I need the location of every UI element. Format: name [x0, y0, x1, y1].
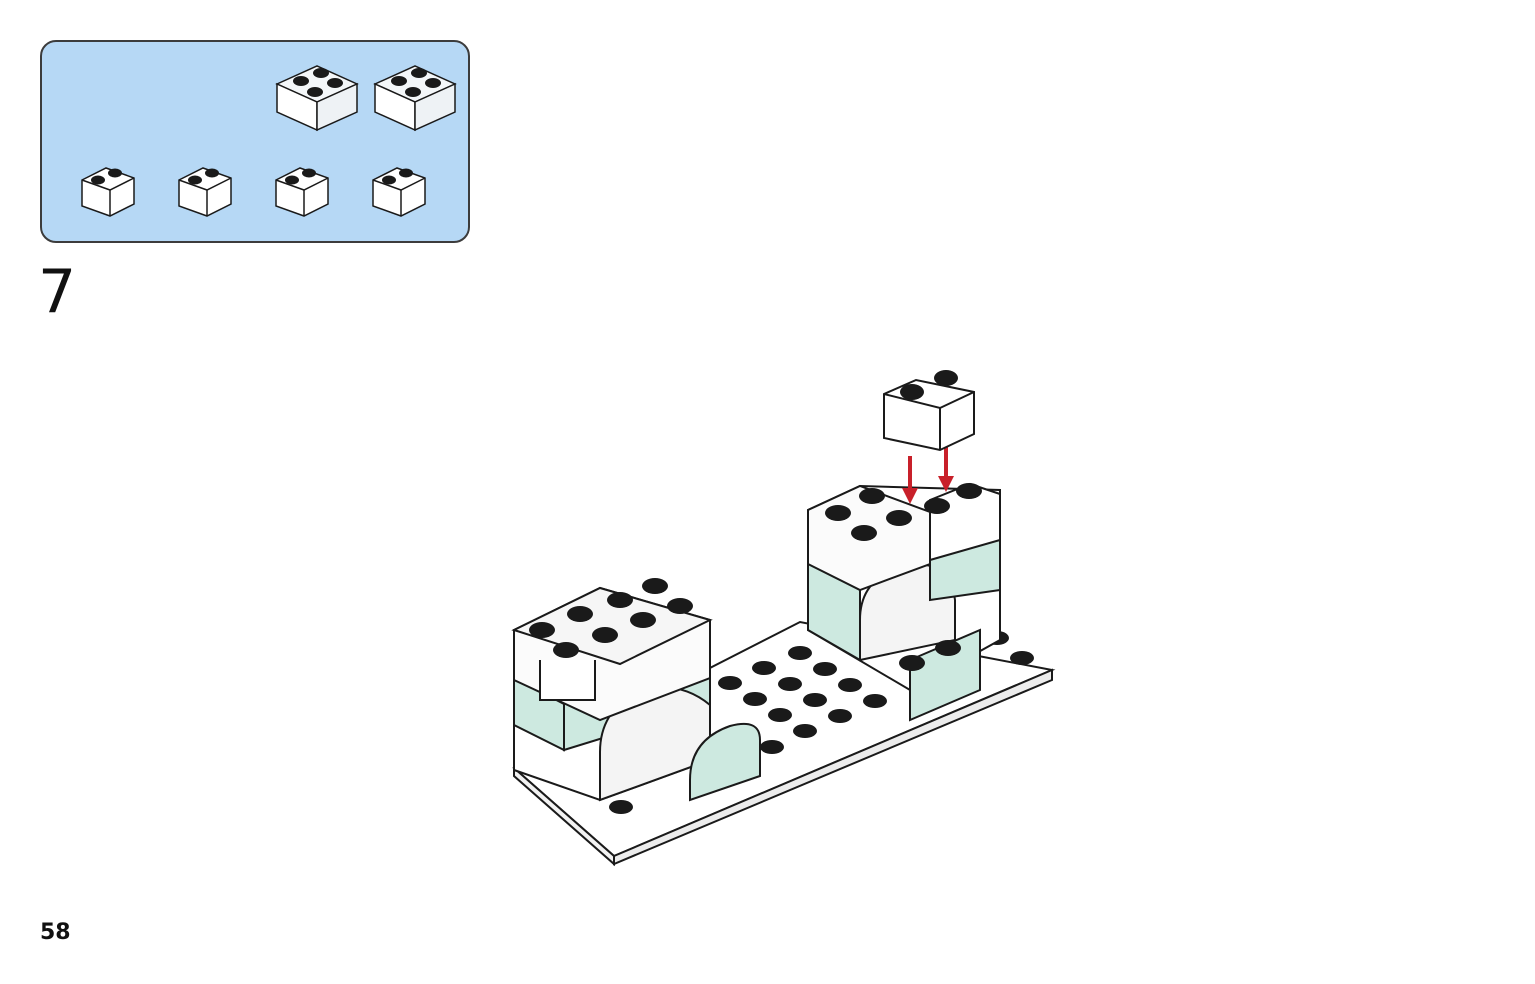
- brick-2x2-clear-b: [374, 65, 456, 131]
- incoming-brick-1x2: [883, 370, 975, 452]
- step-number: 7: [38, 257, 77, 327]
- brick-2x2-clear-a: [276, 65, 358, 131]
- brick-1x2-b: [178, 167, 232, 217]
- parts-needed-panel: [40, 40, 470, 243]
- assembly-illustration: [500, 360, 1060, 875]
- left-tower: [511, 578, 761, 802]
- brick-1x2-a: [81, 167, 135, 217]
- right-tower: [807, 482, 1001, 722]
- brick-1x2-c: [275, 167, 329, 217]
- parts-illustration: [81, 65, 456, 217]
- brick-1x2-d: [372, 167, 426, 217]
- page-number: 58: [40, 920, 71, 945]
